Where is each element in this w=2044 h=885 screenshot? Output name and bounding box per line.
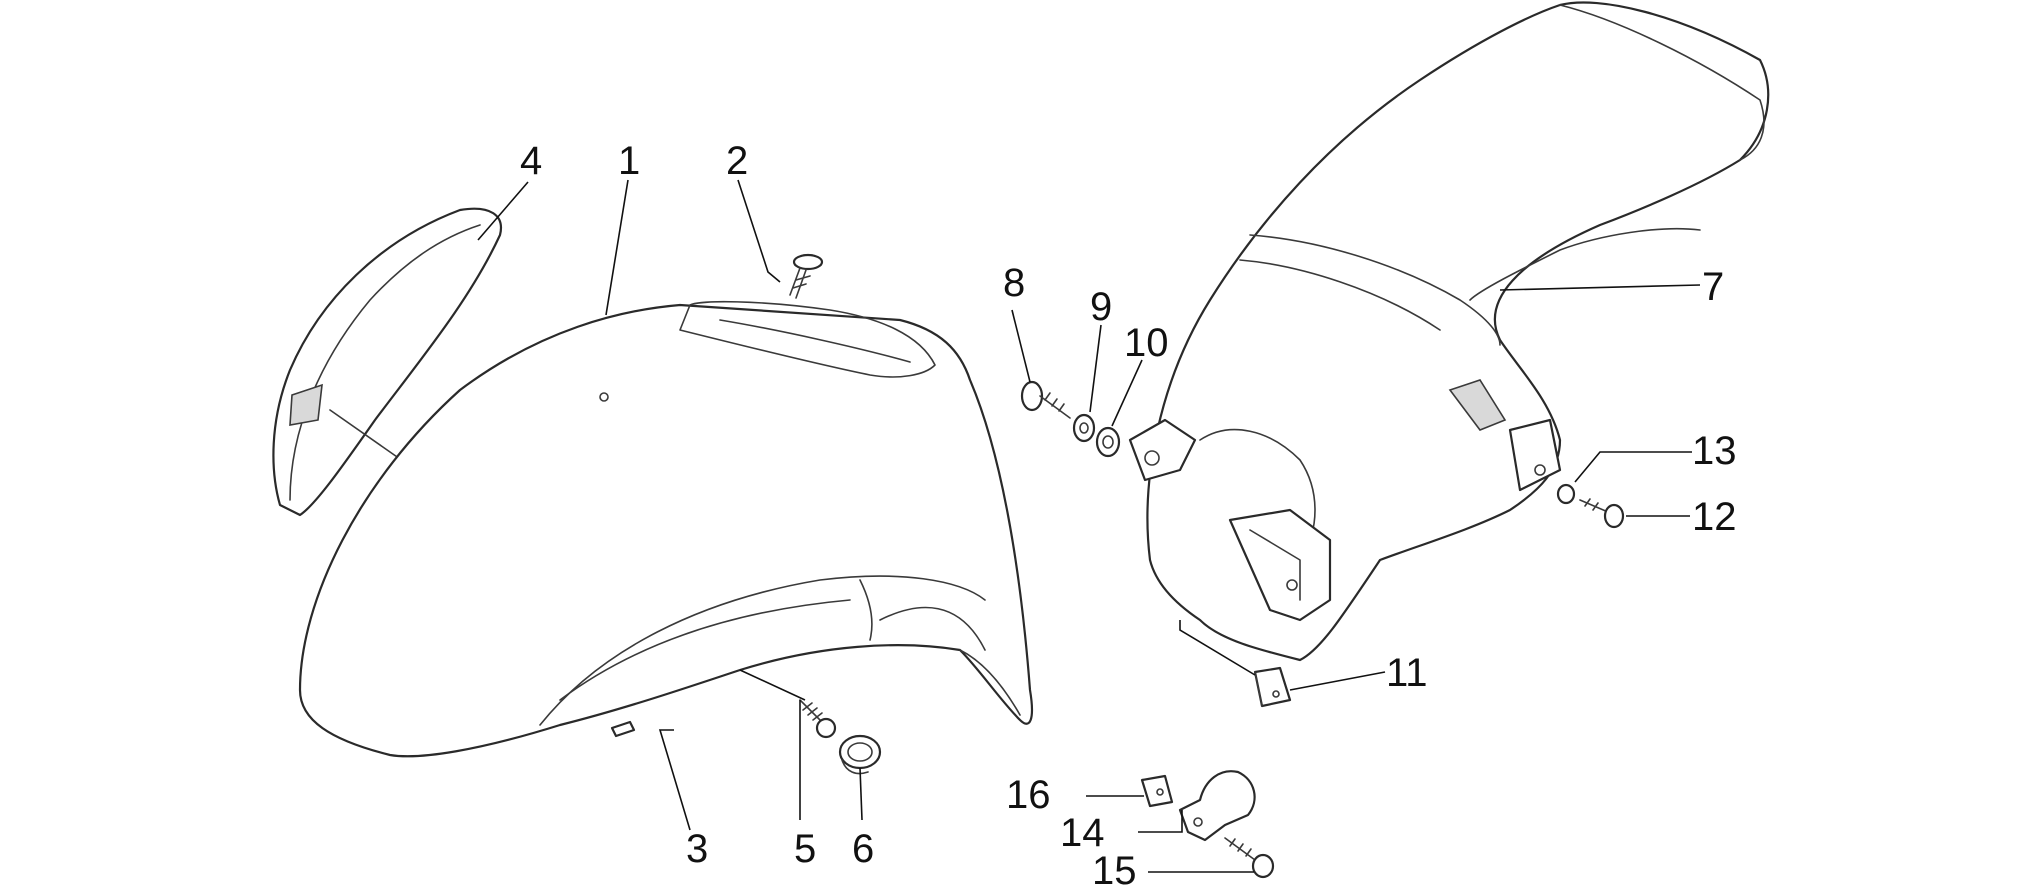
part-3-clip <box>610 720 636 738</box>
leader-3 <box>658 729 691 831</box>
callout-15: 15 <box>1092 849 1137 885</box>
leader-1 <box>605 179 629 316</box>
part-1-front-mudguard <box>298 300 1034 758</box>
leader-9 <box>1089 324 1102 413</box>
callout-7: 7 <box>1702 265 1724 309</box>
part-16-clip <box>1140 774 1174 808</box>
part-15-screw <box>1224 837 1275 879</box>
callout-labels: 1 2 3 4 5 6 7 8 9 10 11 12 13 14 15 16 <box>520 139 1737 885</box>
part-8-screw <box>1020 380 1071 419</box>
callout-5: 5 <box>794 827 816 871</box>
callout-9: 9 <box>1090 285 1112 329</box>
leader-4 <box>477 181 529 241</box>
callout-4: 4 <box>520 139 542 183</box>
leader-7 <box>1499 284 1701 291</box>
leader-10 <box>1111 359 1143 427</box>
callout-14: 14 <box>1060 811 1105 855</box>
callout-10: 10 <box>1124 321 1169 365</box>
part-14-clamp <box>1178 770 1256 842</box>
callout-3: 3 <box>686 827 708 871</box>
part-5-screw <box>799 699 837 739</box>
leader-2 <box>737 179 781 283</box>
part-11-clip <box>1253 666 1292 708</box>
part-13-washer <box>1556 483 1576 505</box>
leader-8 <box>1011 309 1031 383</box>
part-2-screw <box>789 253 824 299</box>
callout-8: 8 <box>1003 261 1025 305</box>
leader-6 <box>859 767 863 821</box>
callout-12: 12 <box>1692 495 1737 539</box>
callout-6: 6 <box>852 827 874 871</box>
part-6-grommet <box>838 734 882 775</box>
callout-1: 1 <box>618 139 640 183</box>
leader-5b <box>739 669 806 701</box>
part-7-rear-mudguard <box>1128 1 1770 662</box>
leader-11 <box>1289 671 1386 691</box>
leader-lines <box>477 179 1701 873</box>
callout-16: 16 <box>1006 773 1051 817</box>
leader-11b <box>1179 620 1256 676</box>
part-12-screw <box>1579 498 1625 529</box>
part-9-washer <box>1072 413 1096 443</box>
leader-13 <box>1574 451 1692 483</box>
part-4-trim <box>272 207 503 520</box>
callout-13: 13 <box>1692 429 1737 473</box>
callout-11: 11 <box>1386 651 1428 695</box>
leader-14 <box>1138 810 1183 833</box>
callout-2: 2 <box>726 139 748 183</box>
part-10-washer <box>1095 426 1121 458</box>
